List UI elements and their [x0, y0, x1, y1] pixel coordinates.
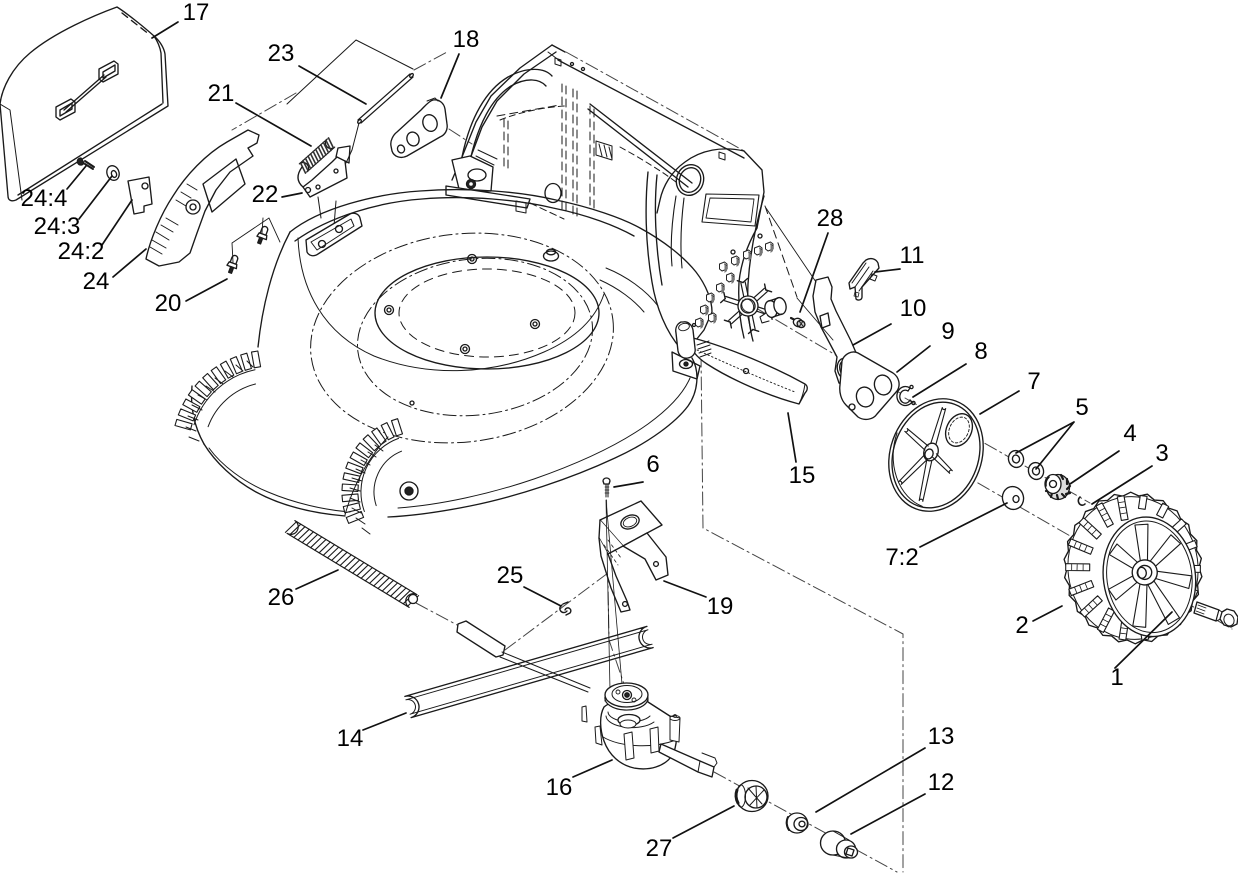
- svg-text:17: 17: [183, 0, 210, 26]
- svg-text:7:2: 7:2: [885, 544, 918, 571]
- svg-text:14: 14: [337, 725, 364, 752]
- svg-text:4: 4: [1123, 420, 1136, 447]
- svg-text:5: 5: [1075, 394, 1088, 421]
- svg-text:24:3: 24:3: [34, 213, 81, 240]
- svg-text:6: 6: [646, 451, 659, 478]
- svg-text:23: 23: [268, 40, 295, 67]
- svg-text:7: 7: [1027, 368, 1040, 395]
- svg-text:12: 12: [928, 769, 955, 796]
- svg-text:18: 18: [453, 26, 480, 53]
- svg-text:3: 3: [1155, 440, 1168, 467]
- svg-text:27: 27: [646, 835, 673, 862]
- svg-text:21: 21: [208, 80, 235, 107]
- svg-text:11: 11: [900, 242, 925, 269]
- svg-text:8: 8: [974, 338, 987, 365]
- svg-text:28: 28: [817, 205, 844, 232]
- svg-text:16: 16: [546, 774, 573, 801]
- svg-text:1: 1: [1110, 664, 1123, 691]
- svg-text:9: 9: [941, 318, 954, 345]
- svg-text:13: 13: [928, 723, 955, 750]
- svg-text:2: 2: [1015, 612, 1028, 639]
- svg-text:24: 24: [83, 268, 110, 295]
- svg-text:20: 20: [155, 290, 182, 317]
- svg-text:26: 26: [268, 584, 295, 611]
- svg-text:25: 25: [497, 562, 524, 589]
- svg-text:10: 10: [900, 295, 927, 322]
- svg-text:24:4: 24:4: [21, 185, 68, 212]
- svg-text:22: 22: [252, 181, 279, 208]
- svg-text:15: 15: [789, 462, 816, 489]
- svg-text:24:2: 24:2: [58, 238, 105, 265]
- svg-text:19: 19: [707, 593, 734, 620]
